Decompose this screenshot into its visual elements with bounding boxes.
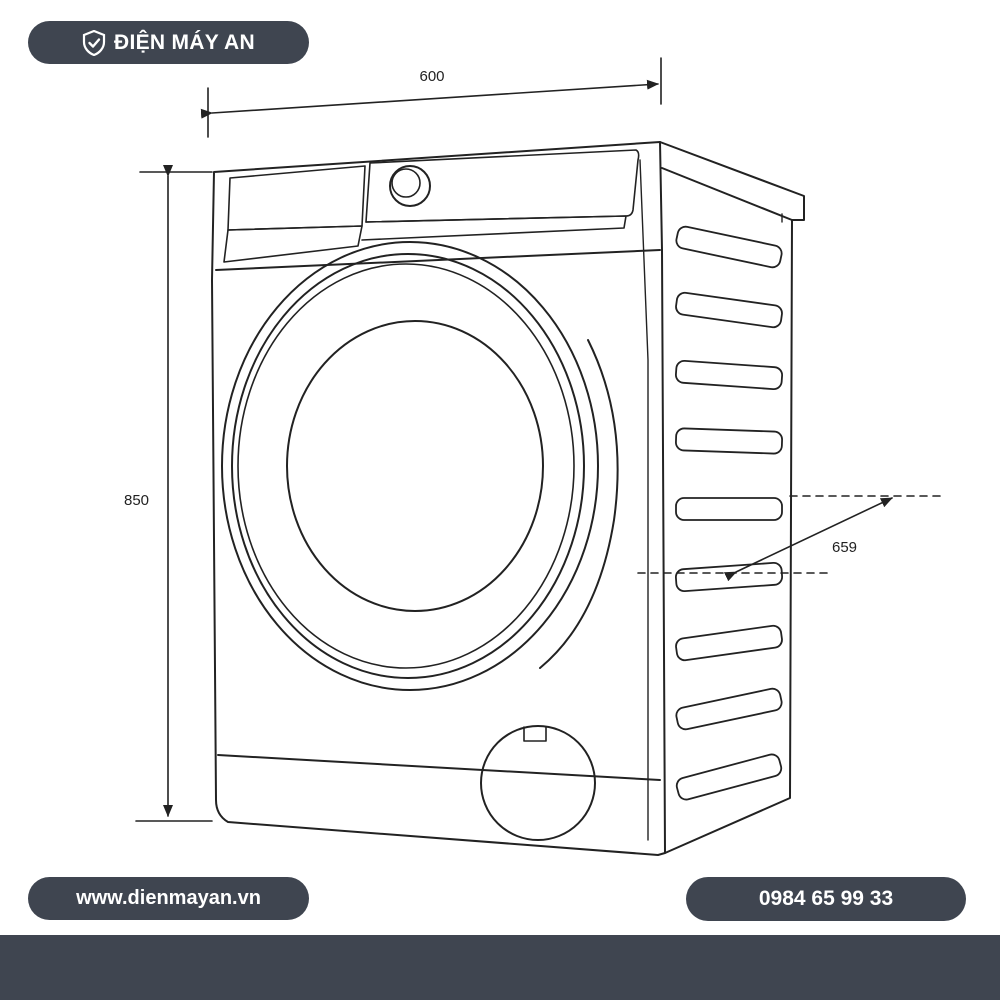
height-label: 850: [124, 492, 149, 509]
width-label: 600: [419, 68, 444, 85]
machine-side-panel: [659, 141, 805, 854]
width-dimension-line: [200, 57, 662, 138]
filter-hatch: [480, 725, 596, 841]
website-link[interactable]: www.dienmayan.vn: [76, 887, 261, 909]
depth-label: 659: [832, 539, 857, 556]
height-dimension-line: [135, 165, 213, 822]
phone-number[interactable]: 0984 65 99 33: [758, 887, 894, 910]
depth-dimension-line: [637, 495, 941, 582]
control-panel: [223, 149, 640, 263]
side-vents: [675, 225, 783, 801]
shield-check-icon: [82, 29, 106, 56]
machine-front-panel: [211, 141, 666, 856]
brand-badge: ĐIỆN MÁY AN: [28, 21, 309, 64]
door-porthole: [221, 241, 619, 691]
brand-name: ĐIỆN MÁY AN: [114, 30, 255, 54]
footer-band: [0, 935, 1000, 1000]
website-badge[interactable]: www.dienmayan.vn: [28, 877, 309, 920]
phone-badge[interactable]: 0984 65 99 33: [686, 877, 966, 921]
